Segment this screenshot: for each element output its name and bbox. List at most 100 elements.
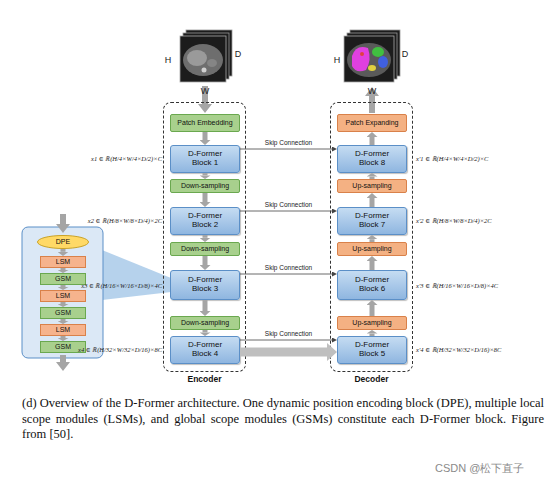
axis-letter: D bbox=[233, 50, 243, 59]
node-label: D-Former Block 2 bbox=[182, 212, 228, 230]
dformer-block: D-Former Block 1 bbox=[170, 145, 240, 173]
dformer-block: D-Former Block 6 bbox=[337, 270, 407, 300]
flow-arrow bbox=[61, 302, 66, 304]
flow-arrow bbox=[370, 177, 375, 179]
flow-arrow bbox=[61, 336, 66, 338]
flow-arrow bbox=[370, 261, 375, 270]
node-label: GSM bbox=[55, 309, 71, 317]
flow-arrow bbox=[61, 319, 66, 321]
down-sampling-box: Down-sampling bbox=[170, 179, 240, 193]
axis-letter: W bbox=[367, 87, 377, 96]
dformer-block: D-Former Block 2 bbox=[170, 207, 240, 235]
tensor-shape: x1 ∈ ℝ(H/4×W/4×D/2)×C bbox=[56, 156, 162, 163]
skip-connection bbox=[240, 274, 332, 275]
flow-arrow bbox=[370, 198, 375, 207]
axis-letter: D bbox=[400, 50, 410, 59]
node-label: D-Former Block 8 bbox=[349, 150, 395, 168]
tensor-shape: x′2 ∈ ℝ(H/8×W/8×D/4)×2C bbox=[416, 218, 556, 225]
gsm-module: GSM bbox=[40, 273, 86, 285]
flow-arrow bbox=[370, 334, 375, 336]
node-label: Up-sampling bbox=[352, 319, 391, 327]
tensor-shape: x3 ∈ ℝ(H/16×W/16×D/8)×4C bbox=[56, 283, 162, 290]
flow-arrow bbox=[370, 239, 375, 242]
dformer-block: D-Former Block 4 bbox=[170, 336, 240, 364]
flow-arrow bbox=[61, 268, 66, 270]
node-label: Down-sampling bbox=[181, 182, 229, 190]
panel-out-arrow bbox=[56, 355, 70, 371]
node-label: D-Former Block 3 bbox=[182, 276, 228, 294]
node-label: D-Former Block 6 bbox=[349, 276, 395, 294]
node-label: Down-sampling bbox=[181, 245, 229, 253]
flow-arrow bbox=[370, 305, 375, 316]
ct-volume bbox=[180, 30, 232, 82]
dformer-block: D-Former Block 8 bbox=[337, 145, 407, 173]
node-label: DPE bbox=[56, 238, 70, 246]
node-label: Up-sampling bbox=[352, 182, 391, 190]
tensor-shape: x2 ∈ ℝ(H/8×W/8×D/4)×2C bbox=[56, 218, 162, 225]
tensor-shape: x′1 ∈ ℝ(H/4×W/4×D/2)×C bbox=[416, 156, 556, 163]
skip-connection bbox=[240, 211, 332, 212]
flow-arrow bbox=[61, 249, 66, 252]
axis-letter: H bbox=[164, 56, 172, 65]
node-label: Patch Expanding bbox=[346, 119, 399, 127]
down-sampling-box: Down-sampling bbox=[170, 242, 240, 256]
down-sampling-box: Down-sampling bbox=[170, 316, 240, 330]
flow-arrow bbox=[61, 285, 66, 287]
gsm-module: GSM bbox=[40, 307, 86, 319]
node-label: LSM bbox=[56, 258, 70, 266]
lsm-module: LSM bbox=[40, 256, 86, 268]
node-label: GSM bbox=[55, 275, 71, 283]
edge-label: Skip Connection bbox=[265, 265, 312, 272]
edge-label: Skip Connection bbox=[265, 331, 312, 338]
node-label: LSM bbox=[56, 292, 70, 300]
axis-letter: W bbox=[200, 87, 210, 96]
segmentation-volume bbox=[344, 30, 400, 82]
lsm-module: LSM bbox=[40, 324, 86, 336]
edge-label: Skip Connection bbox=[265, 202, 312, 209]
input-arrow bbox=[198, 86, 212, 113]
flow-arrow bbox=[203, 193, 208, 202]
group-heading: Encoder bbox=[164, 374, 245, 384]
dformer-block: D-Former Block 3 bbox=[170, 270, 240, 300]
flow-arrow bbox=[203, 173, 208, 175]
output-arrow bbox=[365, 87, 379, 113]
skip-connection bbox=[240, 149, 332, 150]
node-label: LSM bbox=[56, 326, 70, 334]
up-sampling-box: Up-sampling bbox=[337, 316, 407, 330]
flow-arrow bbox=[203, 300, 208, 311]
node-label: GSM bbox=[55, 343, 71, 351]
axis-letter: H bbox=[333, 56, 341, 65]
up-sampling-box: Up-sampling bbox=[337, 242, 407, 256]
node-label: Patch Embedding bbox=[177, 119, 232, 127]
watermark: CSDN @松下直子 bbox=[435, 463, 555, 474]
tensor-shape: x′3 ∈ ℝ(H/16×W/16×D/8)×4C bbox=[416, 283, 556, 290]
dashed-stage-frame: DecoderPatch ExpandingD-Former Block 8Up… bbox=[330, 102, 413, 372]
block-detail-panel bbox=[22, 227, 103, 358]
flow-arrow bbox=[203, 256, 208, 265]
lsm-module: LSM bbox=[40, 290, 86, 302]
flow-arrow bbox=[203, 235, 208, 238]
dformer-block: D-Former Block 7 bbox=[337, 207, 407, 235]
node-label: Up-sampling bbox=[352, 245, 391, 253]
flow-arrow bbox=[370, 137, 375, 145]
dashed-stage-frame: EncoderPatch EmbeddingD-Former Block 1Do… bbox=[163, 102, 246, 372]
node-label: D-Former Block 4 bbox=[182, 341, 228, 359]
node-label: D-Former Block 1 bbox=[182, 150, 228, 168]
tensor-shape: x′4 ∈ ℝ(H/32×W/32×D/16)×8C bbox=[416, 347, 556, 354]
bottleneck-arrow bbox=[240, 348, 327, 357]
node-label: D-Former Block 5 bbox=[349, 341, 395, 359]
node-label: Down-sampling bbox=[181, 319, 229, 327]
panel-in-arrow bbox=[56, 214, 70, 233]
node-label: D-Former Block 7 bbox=[349, 212, 395, 230]
group-heading: Decoder bbox=[331, 374, 412, 384]
figure-caption: (d) Overview of the D-Former architectur… bbox=[22, 396, 544, 443]
dformer-block: D-Former Block 5 bbox=[337, 336, 407, 364]
flow-arrow bbox=[203, 132, 208, 140]
tensor-shape: x4 ∈ ℝ(H/32×W/32×D/16)×8C bbox=[56, 347, 162, 354]
down-sampling-box: Patch Embedding bbox=[170, 114, 240, 132]
up-sampling-box: Patch Expanding bbox=[337, 114, 407, 132]
flow-arrow bbox=[203, 330, 208, 332]
dpe-ellipse: DPE bbox=[37, 235, 89, 249]
edge-label: Skip Connection bbox=[265, 140, 312, 147]
